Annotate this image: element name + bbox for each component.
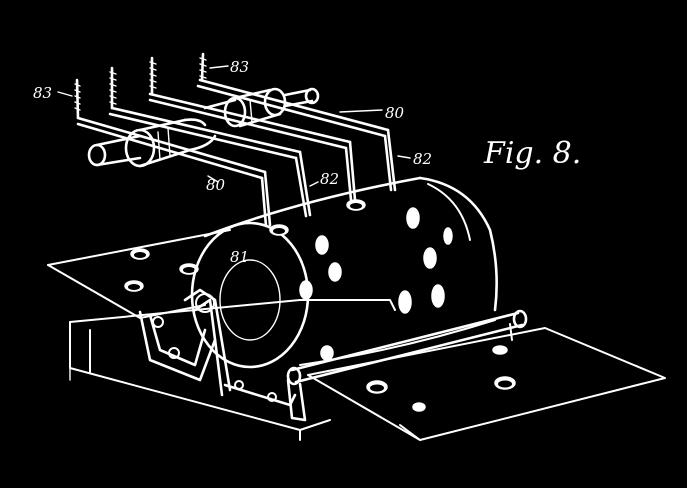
- leader-lines: [57, 65, 411, 187]
- label-80-bottom: 80: [206, 176, 226, 194]
- label-82-center: 82: [320, 170, 339, 188]
- left-frame: [138, 288, 297, 407]
- serrated-racks: [74, 52, 207, 120]
- rods: [76, 78, 397, 236]
- left-sheet: [47, 229, 231, 319]
- label-80-top: 80: [385, 104, 405, 122]
- label-83-top: 83: [230, 58, 249, 76]
- base-block: [69, 299, 396, 441]
- label-83-left: 83: [33, 84, 52, 102]
- label-82-right: 82: [413, 150, 432, 168]
- drum: [190, 176, 498, 369]
- roller-bar: [286, 309, 528, 422]
- right-sheet: [307, 327, 666, 441]
- label-81: 81: [230, 248, 249, 266]
- figure-caption: Fig. 8.: [483, 136, 581, 171]
